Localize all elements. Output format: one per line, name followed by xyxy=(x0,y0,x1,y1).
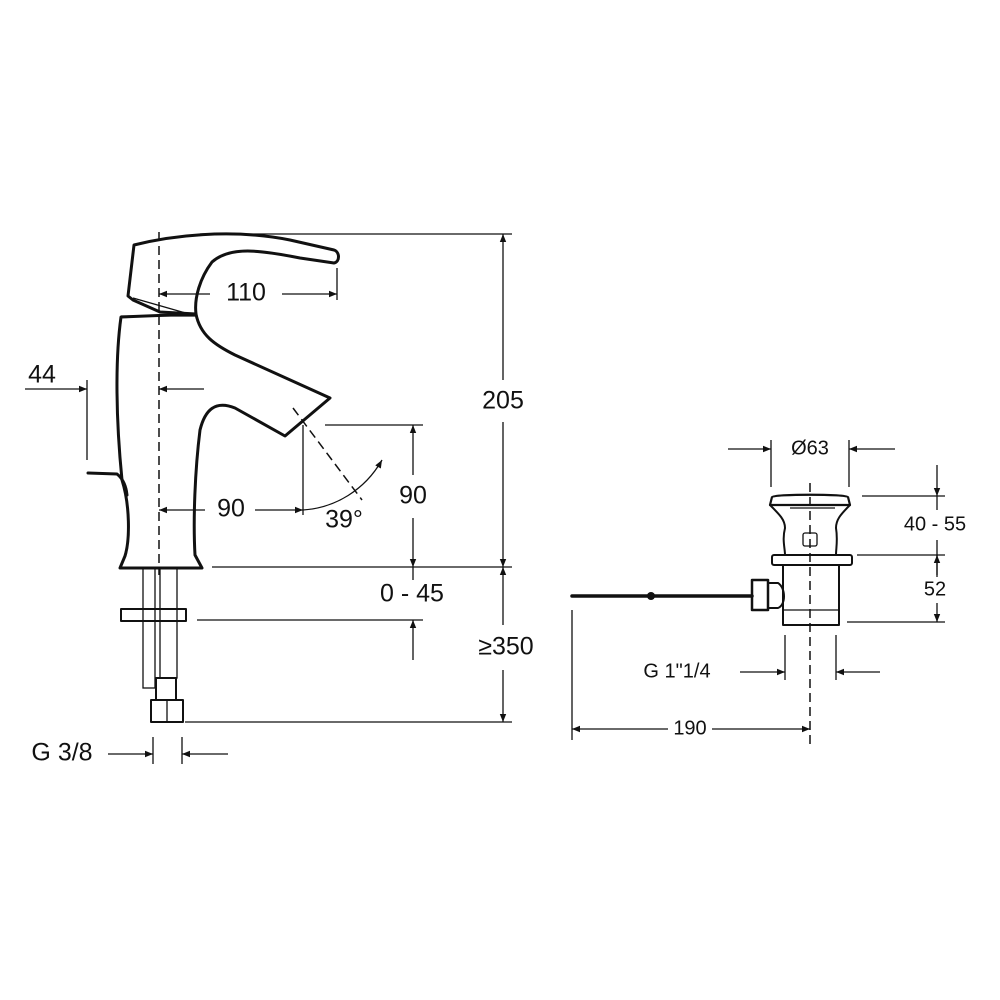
label-plug-height: 40 - 55 xyxy=(904,513,966,535)
label-outlet-reach: 90 xyxy=(217,495,245,523)
waste-ring xyxy=(771,554,853,566)
dimension-hose-length: ≥350 xyxy=(185,567,534,723)
dimension-outlet-thread: G 1"1/4 xyxy=(643,635,880,682)
pop-up-lever xyxy=(86,471,129,497)
dimension-body-height: 52 xyxy=(847,555,946,623)
label-spout-reach: 110 xyxy=(226,279,266,307)
waste-side-nut xyxy=(750,578,770,612)
waste-plug-flange xyxy=(768,493,852,507)
waste-outline xyxy=(570,483,853,745)
dimension-swivel-angle: 39° xyxy=(292,407,383,534)
label-swivel-angle: 39° xyxy=(325,506,363,534)
label-deck-thickness: 0 - 45 xyxy=(380,580,444,608)
faucet-body xyxy=(115,312,332,570)
label-rod-length: 190 xyxy=(673,717,706,739)
label-body-height: 52 xyxy=(924,578,946,600)
dimension-plug-height: 40 - 55 xyxy=(857,465,966,575)
supply-pipe-right xyxy=(159,567,178,679)
dimension-flange-diameter: Ø63 xyxy=(728,437,895,487)
dimension-deck-thickness: 0 - 45 xyxy=(197,566,512,660)
faucet-outline xyxy=(86,232,340,723)
waste-slot xyxy=(802,532,818,547)
hose-thread xyxy=(155,677,177,701)
label-connection-thread: G 3/8 xyxy=(31,739,92,767)
label-total-height: 205 xyxy=(482,387,524,415)
dimension-connection-thread: G 3/8 xyxy=(31,737,228,767)
label-outlet-height: 90 xyxy=(399,482,427,510)
label-hose-length: ≥350 xyxy=(478,633,533,661)
waste-neck xyxy=(769,504,851,556)
label-outlet-thread: G 1"1/4 xyxy=(643,660,710,682)
dimension-outlet-reach: 90 xyxy=(159,425,304,523)
handle-cartridge-line xyxy=(132,297,197,317)
dimension-outlet-height: 90 xyxy=(325,424,427,567)
dimension-spout-reach: 110 xyxy=(159,268,338,307)
dimension-rod-length: 190 xyxy=(571,610,810,740)
supply-pipe-left xyxy=(142,567,156,689)
dimension-total-height: 205 xyxy=(200,233,524,567)
rod-knob xyxy=(647,592,655,600)
waste-body xyxy=(782,564,840,626)
dimension-lever-offset: 44 xyxy=(25,361,204,460)
label-lever-offset: 44 xyxy=(28,361,56,389)
mounting-plate xyxy=(120,608,187,622)
label-flange-diameter: Ø63 xyxy=(791,437,829,459)
